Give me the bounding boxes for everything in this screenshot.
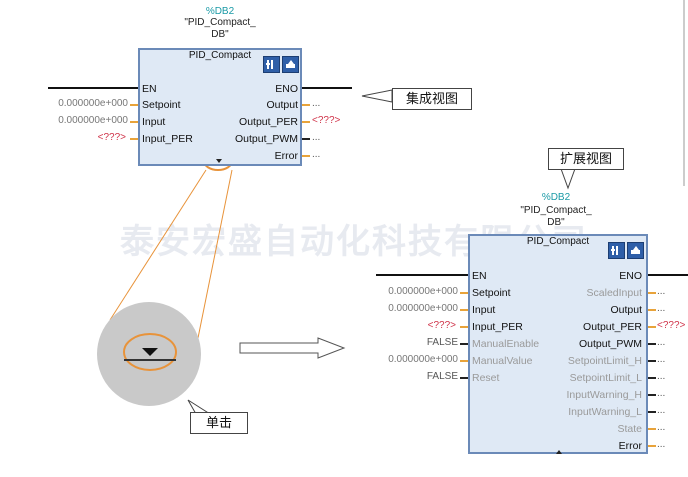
compact-config-icon[interactable]	[263, 56, 280, 73]
compact-db-label: %DB2	[205, 6, 235, 17]
compact-db-name-line2: DB"	[211, 29, 229, 40]
expanded-input-warning-l-value: ...	[657, 405, 666, 416]
expanded-setpoint-limit-h-value: ...	[657, 354, 666, 365]
compact-pin-en: EN	[142, 83, 157, 95]
expanded-setpoint-limit-h-connector	[648, 360, 656, 362]
expanded-scaled-input-value: ...	[657, 286, 666, 297]
compact-output-value: ...	[312, 98, 321, 109]
expanded-pin-state: State	[617, 423, 642, 435]
expanded-input-warning-h-connector	[648, 394, 656, 396]
expanded-reset-value: FALSE	[426, 371, 458, 382]
compact-setpoint-value: 0.000000e+000	[58, 98, 128, 109]
expanded-input-per-value: <???>	[427, 320, 456, 331]
expanded-output-per-connector	[648, 326, 656, 328]
expanded-pin-setpoint-limit-h: SetpointLimit_H	[567, 355, 642, 367]
expanded-pin-reset: Reset	[472, 372, 500, 384]
compact-pin-output: Output	[266, 99, 298, 111]
compact-db-name-line1: "PID_Compact_	[184, 17, 256, 28]
compact-commissioning-icon[interactable]	[282, 56, 299, 73]
expanded-collapse-arrow-icon[interactable]	[556, 450, 562, 454]
expanded-pin-setpoint-limit-l: SetpointLimit_L	[569, 372, 642, 384]
expanded-output-pwm-connector	[648, 343, 656, 345]
expanded-error-connector	[648, 445, 656, 447]
expanded-pin-output: Output	[610, 304, 642, 316]
expanded-manual-value-value: 0.000000e+000	[388, 354, 458, 365]
expanded-setpoint-limit-l-connector	[648, 377, 656, 379]
expanded-function-block[interactable]: PID_Compact EN Setpoint Input Input_PER …	[468, 234, 648, 454]
expanded-input-connector	[460, 309, 468, 311]
expanded-config-icon[interactable]	[608, 242, 625, 259]
expanded-pin-en: EN	[472, 270, 487, 282]
expanded-view-callout: 扩展视图	[548, 148, 624, 170]
expanded-output-pwm-value: ...	[657, 337, 666, 348]
expanded-pin-setpoint: Setpoint	[472, 287, 511, 299]
expanded-db-label: %DB2	[541, 192, 571, 203]
expanded-db-name-line2: DB"	[547, 217, 565, 228]
expanded-state-value: ...	[657, 422, 666, 433]
expanded-output-per-value: <???>	[657, 320, 686, 331]
expanded-input-value: 0.000000e+000	[388, 303, 458, 314]
compact-output-pwm-connector	[302, 138, 310, 140]
compact-pin-error: Error	[274, 150, 298, 162]
expanded-setpoint-connector	[460, 292, 468, 294]
expanded-input-warning-h-value: ...	[657, 388, 666, 399]
compact-setpoint-connector	[130, 104, 138, 106]
expanded-manual-enable-value: FALSE	[426, 337, 458, 348]
expanded-setpoint-value: 0.000000e+000	[388, 286, 458, 297]
expanded-pin-eno: ENO	[619, 270, 642, 282]
expanded-commissioning-icon[interactable]	[627, 242, 644, 259]
compact-input-per-connector	[130, 138, 138, 140]
expanded-pin-input-warning-l: InputWarning_L	[568, 406, 642, 418]
expanded-pin-error: Error	[618, 440, 642, 452]
compact-pin-input-per: Input_PER	[142, 133, 193, 145]
expanded-state-connector	[648, 428, 656, 430]
compact-pin-output-pwm: Output_PWM	[234, 133, 298, 145]
compact-block-title: PID_Compact	[188, 50, 252, 61]
click-callout: 单击	[190, 412, 248, 434]
compact-output-per-connector	[302, 121, 310, 123]
compact-output-per-value: <???>	[312, 115, 341, 126]
expanded-pin-input: Input	[472, 304, 496, 316]
expanded-pin-output-per: Output_PER	[583, 321, 642, 333]
expanded-output-connector	[648, 309, 656, 311]
expanded-reset-connector	[460, 377, 468, 379]
expanded-pin-input-warning-h: InputWarning_H	[566, 389, 642, 401]
compact-expand-arrow-icon[interactable]	[216, 159, 222, 163]
expanded-output-value: ...	[657, 303, 666, 314]
expanded-pin-output-pwm: Output_PWM	[578, 338, 642, 350]
expanded-setpoint-limit-l-value: ...	[657, 371, 666, 382]
expanded-pin-manual-enable: ManualEnable	[472, 338, 540, 350]
compact-pin-output-per: Output_PER	[239, 116, 298, 128]
expanded-error-value: ...	[657, 439, 666, 450]
compact-view-callout: 集成视图	[392, 88, 472, 110]
expanded-pin-manual-value: ManualValue	[472, 355, 533, 367]
compact-pin-eno: ENO	[275, 83, 298, 95]
expanded-manual-enable-connector	[460, 343, 468, 345]
compact-output-connector	[302, 104, 310, 106]
compact-pin-setpoint: Setpoint	[142, 99, 181, 111]
compact-error-connector	[302, 155, 310, 157]
compact-function-block[interactable]: PID_Compact EN Setpoint Input Input_PER …	[138, 48, 302, 166]
expanded-input-per-connector	[460, 326, 468, 328]
compact-error-value: ...	[312, 149, 321, 160]
expanded-pin-input-per: Input_PER	[472, 321, 523, 333]
expanded-manual-value-connector	[460, 360, 468, 362]
expanded-scaled-input-connector	[648, 292, 656, 294]
compact-pin-input: Input	[142, 116, 166, 128]
compact-input-value: 0.000000e+000	[58, 115, 128, 126]
expanded-block-title: PID_Compact	[526, 236, 590, 247]
expanded-pin-scaled-input: ScaledInput	[586, 287, 642, 299]
expanded-input-warning-l-connector	[648, 411, 656, 413]
compact-output-pwm-value: ...	[312, 132, 321, 143]
compact-input-connector	[130, 121, 138, 123]
compact-input-per-value: <???>	[97, 132, 126, 143]
expanded-db-name-line1: "PID_Compact_	[520, 205, 592, 216]
